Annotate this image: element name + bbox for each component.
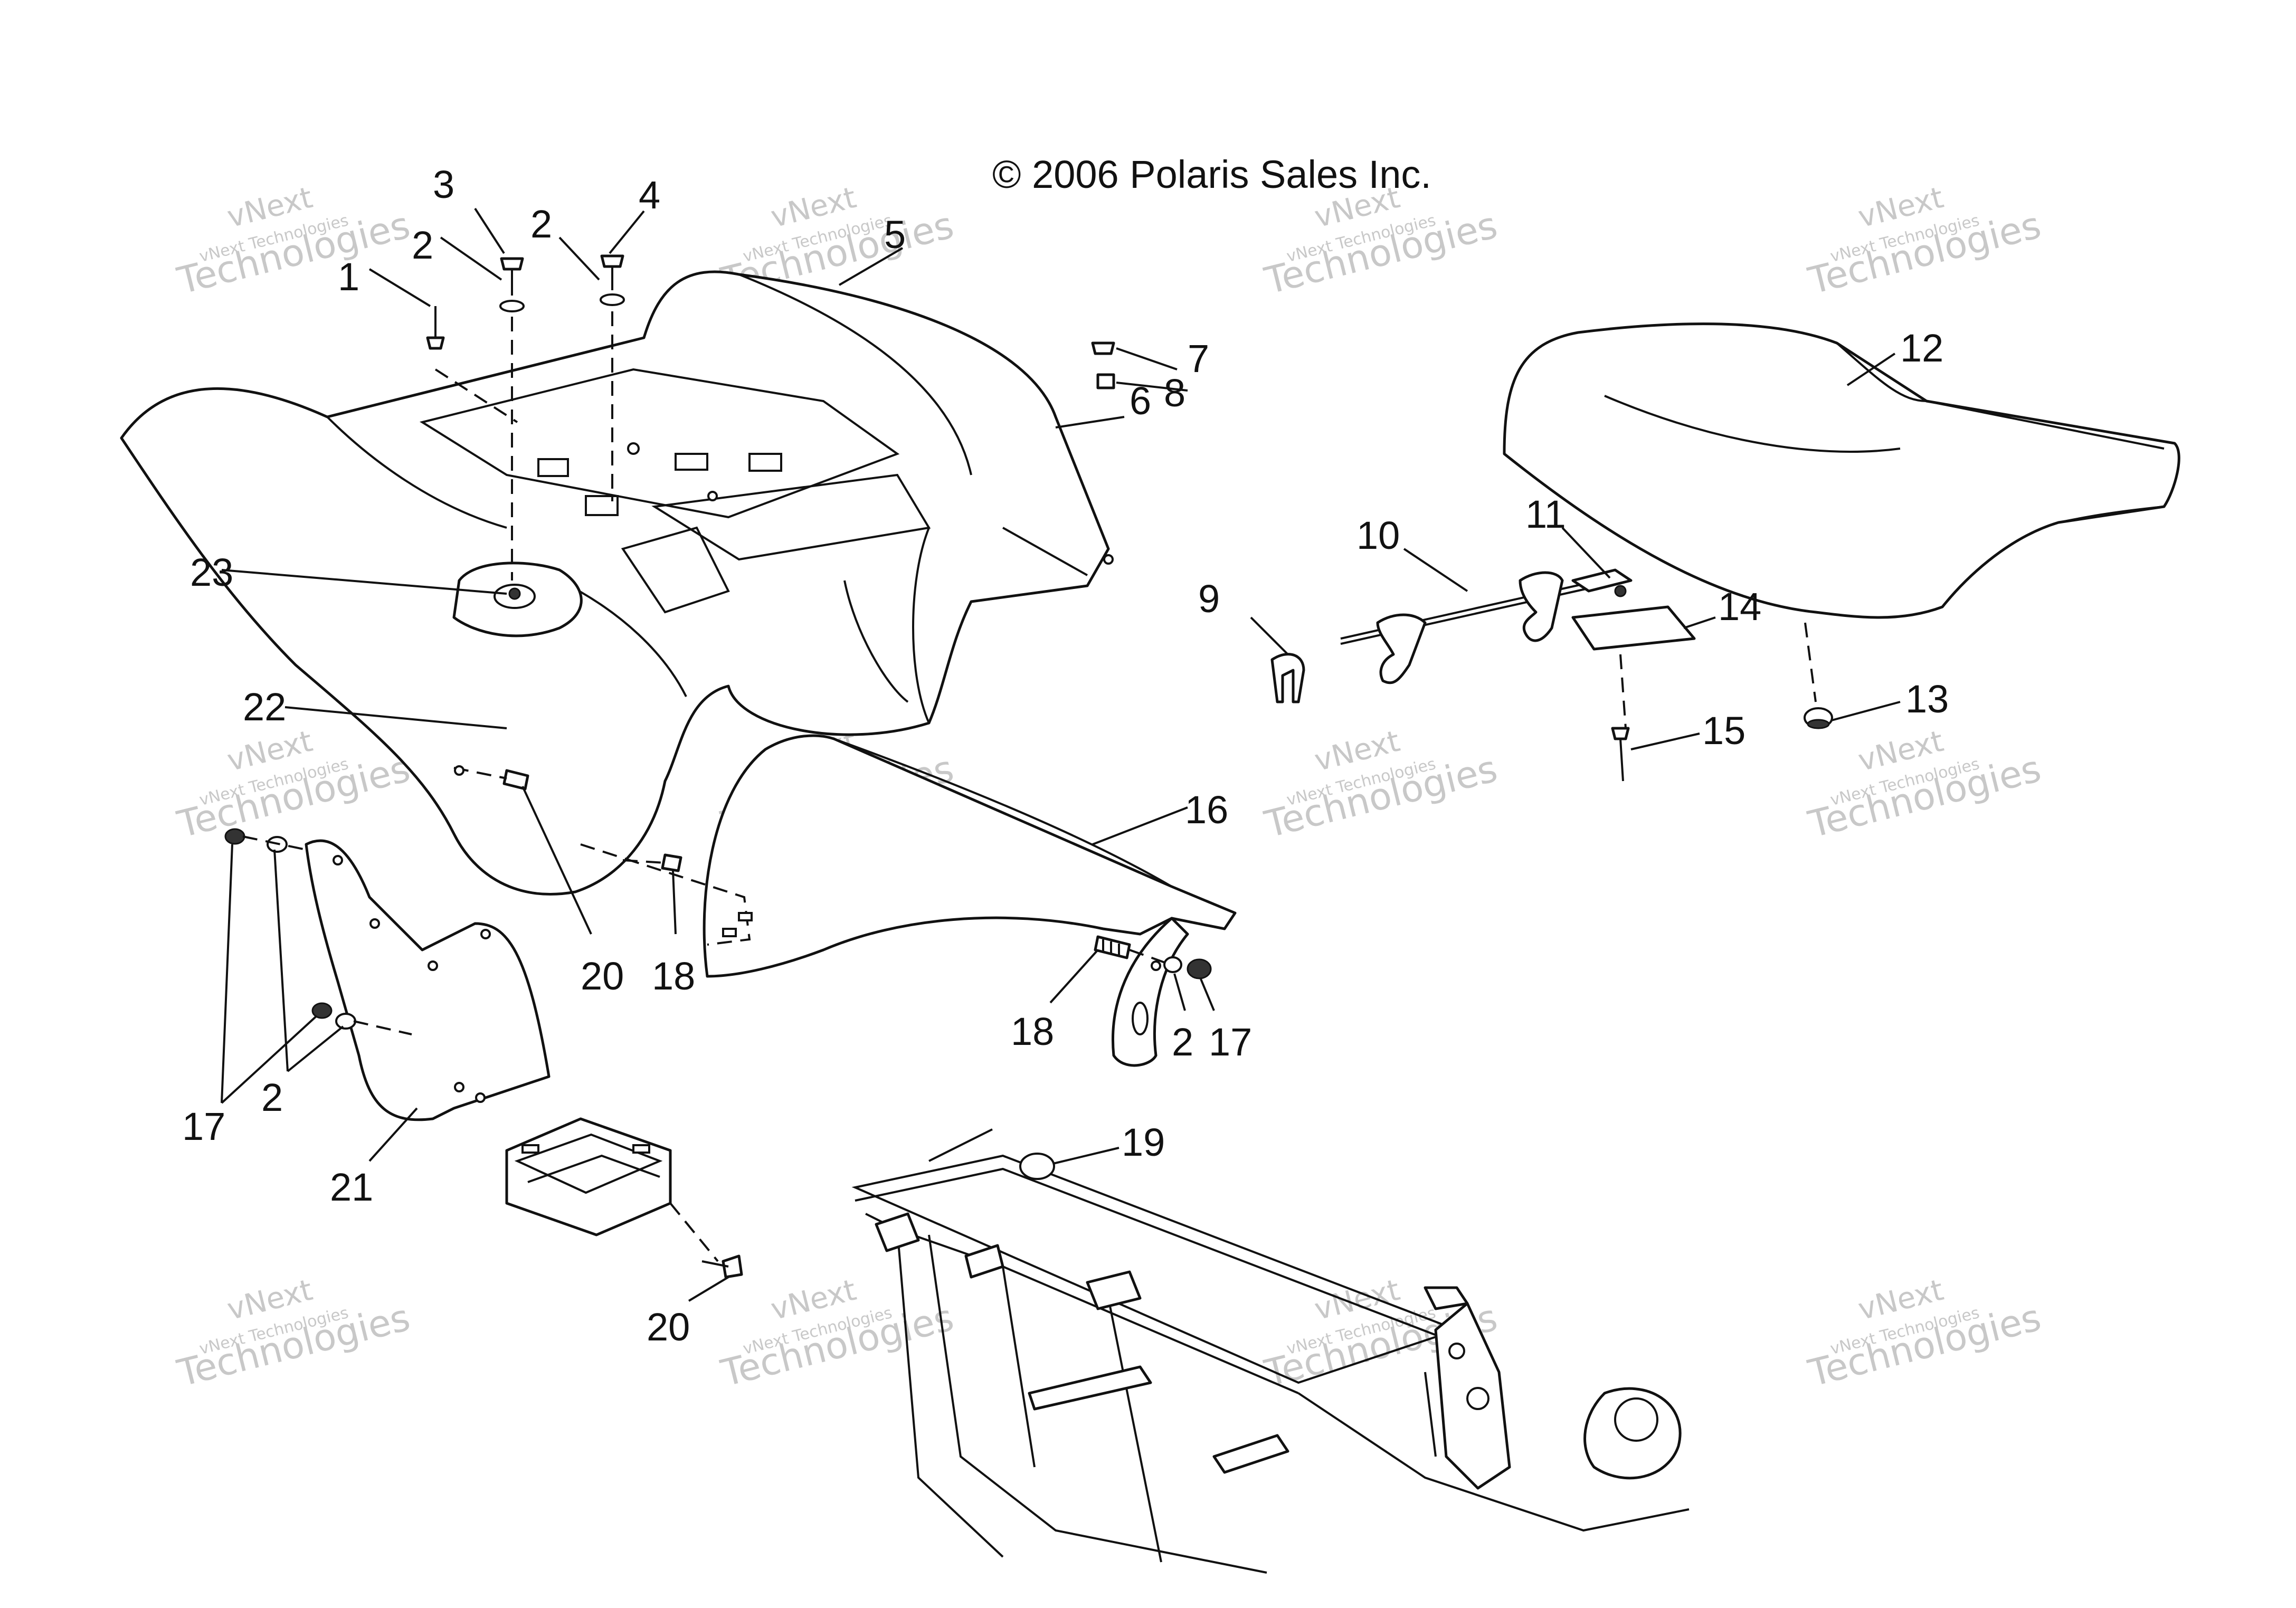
vehicle-frame xyxy=(851,1128,1690,1574)
flap-mount-bracket xyxy=(505,1117,672,1236)
callout-20: 20 xyxy=(647,1305,690,1349)
callout-8: 8 xyxy=(1164,371,1185,415)
side-panel xyxy=(580,734,1237,978)
callout-19: 19 xyxy=(1122,1120,1165,1164)
callout-6: 6 xyxy=(1130,379,1151,423)
callout-10: 10 xyxy=(1356,513,1400,557)
watermark: vNext vNext Technologies Technologies xyxy=(1804,724,2045,846)
callout-22: 22 xyxy=(243,685,286,729)
callout-2: 2 xyxy=(412,223,433,267)
seat-grommet xyxy=(1804,707,1833,729)
callout-16: 16 xyxy=(1185,788,1228,832)
seat-latch-assembly xyxy=(1270,568,1696,782)
callout-9: 9 xyxy=(1198,577,1220,621)
callout-21: 21 xyxy=(330,1165,373,1209)
callout-5: 5 xyxy=(884,213,906,256)
callout-1: 1 xyxy=(338,255,359,299)
frame-bumper xyxy=(1019,1153,1055,1180)
rear-fender-body xyxy=(120,270,1114,896)
callouts: 1 2 3 2 4 5 6 7 8 9 10 11 12 13 14 15 16… xyxy=(182,163,1949,1349)
callout-17: 17 xyxy=(182,1105,225,1148)
leader-lines xyxy=(221,207,1901,1302)
hardware xyxy=(224,254,1212,1279)
watermark: vNext vNext Technologies Technologies xyxy=(173,180,414,303)
seat xyxy=(1503,322,2180,702)
watermark: vNext vNext Technologies Technologies xyxy=(173,1273,414,1395)
watermark: vNext vNext Technologies Technologies xyxy=(716,1273,957,1395)
callout-17: 17 xyxy=(1209,1020,1252,1064)
callout-20: 20 xyxy=(581,954,624,998)
callout-7: 7 xyxy=(1188,337,1209,380)
callout-18: 18 xyxy=(652,954,695,998)
callout-23: 23 xyxy=(190,550,233,594)
callout-2: 2 xyxy=(261,1076,283,1119)
watermark: vNext vNext Technologies Technologies xyxy=(1804,180,2045,303)
callout-14: 14 xyxy=(1718,585,1761,629)
callout-18: 18 xyxy=(1011,1010,1054,1053)
callout-2: 2 xyxy=(530,202,552,246)
callout-2: 2 xyxy=(1172,1020,1193,1064)
copyright-notice: © 2006 Polaris Sales Inc. xyxy=(992,153,1431,196)
mud-flap xyxy=(305,839,551,1121)
callout-3: 3 xyxy=(433,163,454,206)
callout-15: 15 xyxy=(1702,709,1745,753)
watermark: vNext vNext Technologies Technologies xyxy=(1804,1273,2045,1395)
fuel-cap-well xyxy=(452,562,583,638)
callout-12: 12 xyxy=(1900,326,1943,370)
callout-11: 11 xyxy=(1525,492,1566,536)
watermark: vNext vNext Technologies Technologies xyxy=(1260,724,1501,846)
callout-13: 13 xyxy=(1905,677,1949,721)
callout-4: 4 xyxy=(639,173,660,217)
